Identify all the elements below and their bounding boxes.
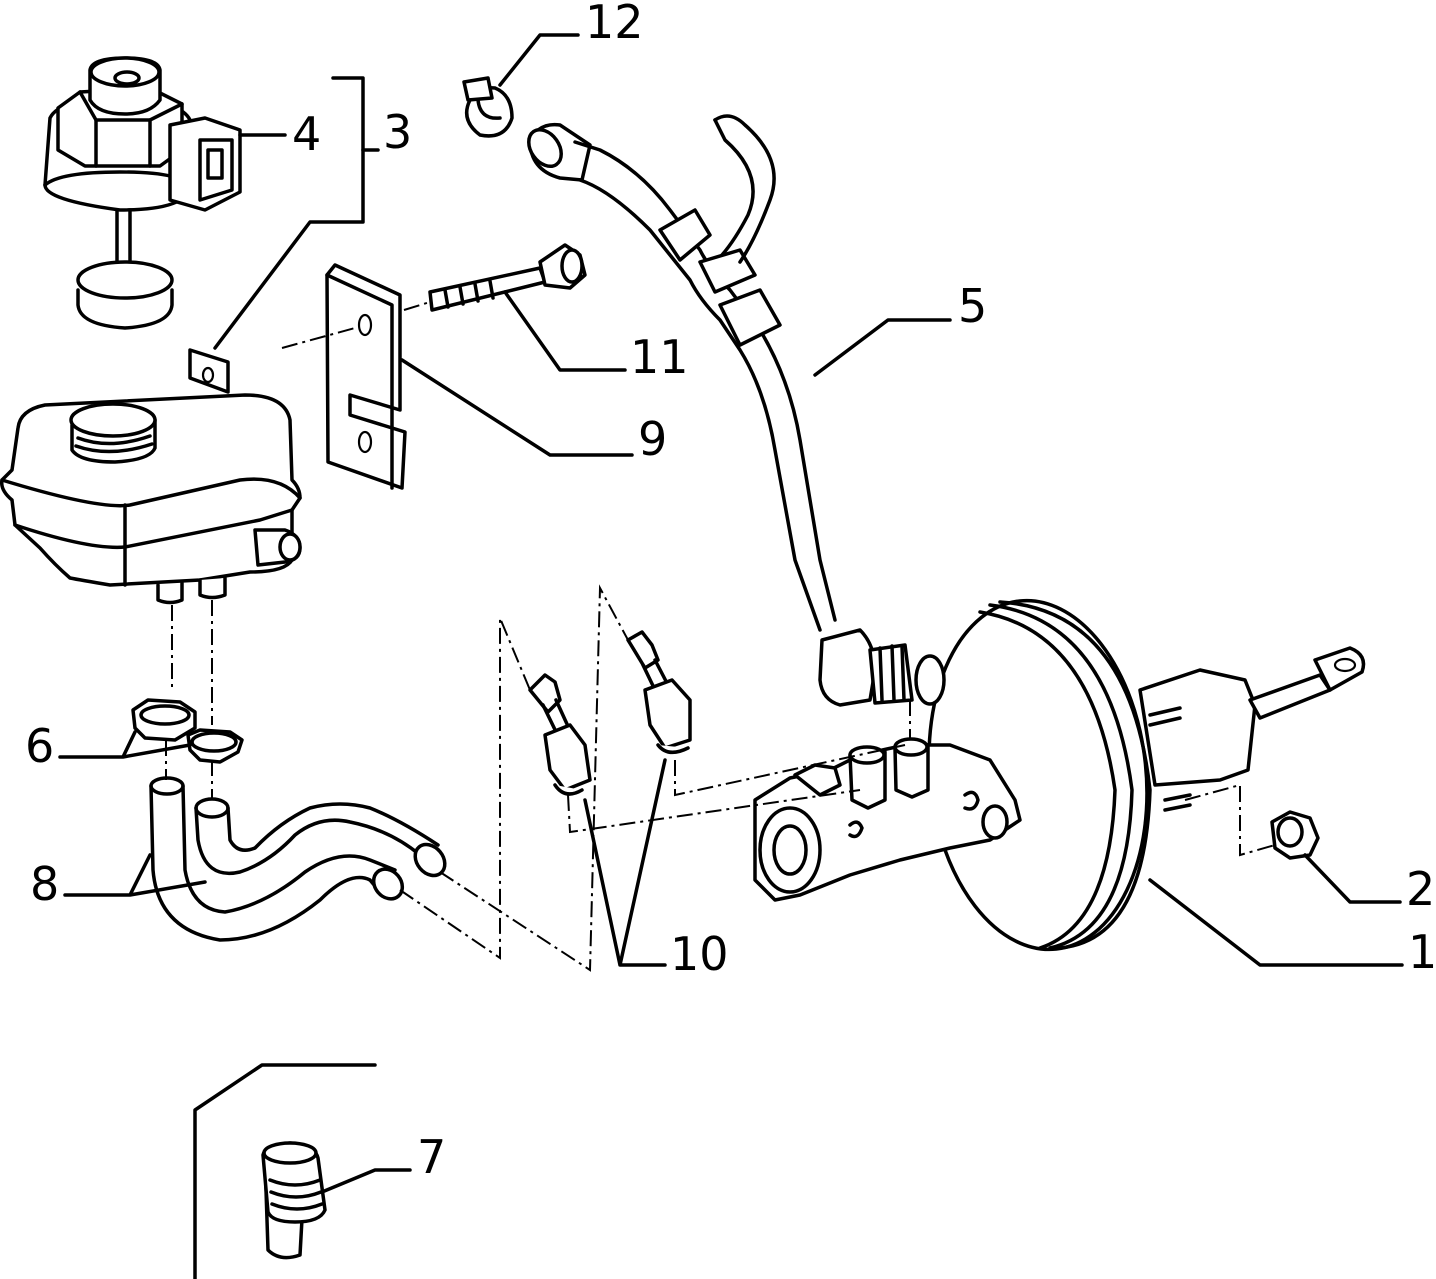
leader-7	[320, 1168, 412, 1194]
part-1-brake-booster[interactable]	[753, 590, 1366, 961]
bracket-3	[213, 76, 365, 350]
callout-1: 1	[1408, 925, 1436, 979]
callout-8: 8	[30, 857, 59, 911]
leader-10	[583, 758, 667, 967]
callout-7: 7	[417, 1130, 446, 1184]
leader-5	[813, 318, 952, 377]
callout-6: 6	[25, 719, 54, 773]
callout-4: 4	[292, 107, 321, 161]
part-11-bolt[interactable]	[428, 243, 587, 312]
part-7-valve[interactable]	[261, 1141, 327, 1260]
callout-11: 11	[630, 330, 689, 384]
part-6-hose-clips[interactable]	[131, 698, 244, 764]
part-5-vacuum-hose[interactable]	[522, 114, 914, 707]
callout-9: 9	[638, 412, 667, 466]
part-10-pipe-unions[interactable]	[528, 630, 692, 796]
part-12-hose-clamp[interactable]	[462, 76, 514, 138]
part-2-nut[interactable]	[1270, 810, 1320, 860]
callout-2: 2	[1406, 862, 1435, 916]
part-4-reservoir-cap-sensor[interactable]	[43, 56, 242, 330]
leader-6	[58, 730, 192, 759]
assembly-lines	[165, 301, 1276, 972]
part-3-fluid-reservoir[interactable]	[0, 348, 302, 605]
part-8-reservoir-hoses[interactable]	[149, 776, 451, 942]
callout-3: 3	[383, 105, 412, 159]
callout-10: 10	[670, 927, 729, 981]
callout-5: 5	[958, 279, 987, 333]
callout-12: 12	[585, 0, 644, 49]
leader-8	[63, 853, 207, 897]
leader-lines	[58, 33, 1404, 1279]
corner-bracket-7	[193, 1063, 377, 1279]
callout-labels: 1 2 3 4 5 6 7 8 9 10 11 12	[25, 0, 1436, 1184]
leader-1	[1148, 878, 1404, 967]
leader-11	[503, 290, 627, 372]
leader-2	[1303, 853, 1402, 904]
part-9-mounting-bracket[interactable]	[325, 263, 407, 490]
leader-12	[498, 33, 580, 87]
leader-9	[400, 358, 634, 457]
